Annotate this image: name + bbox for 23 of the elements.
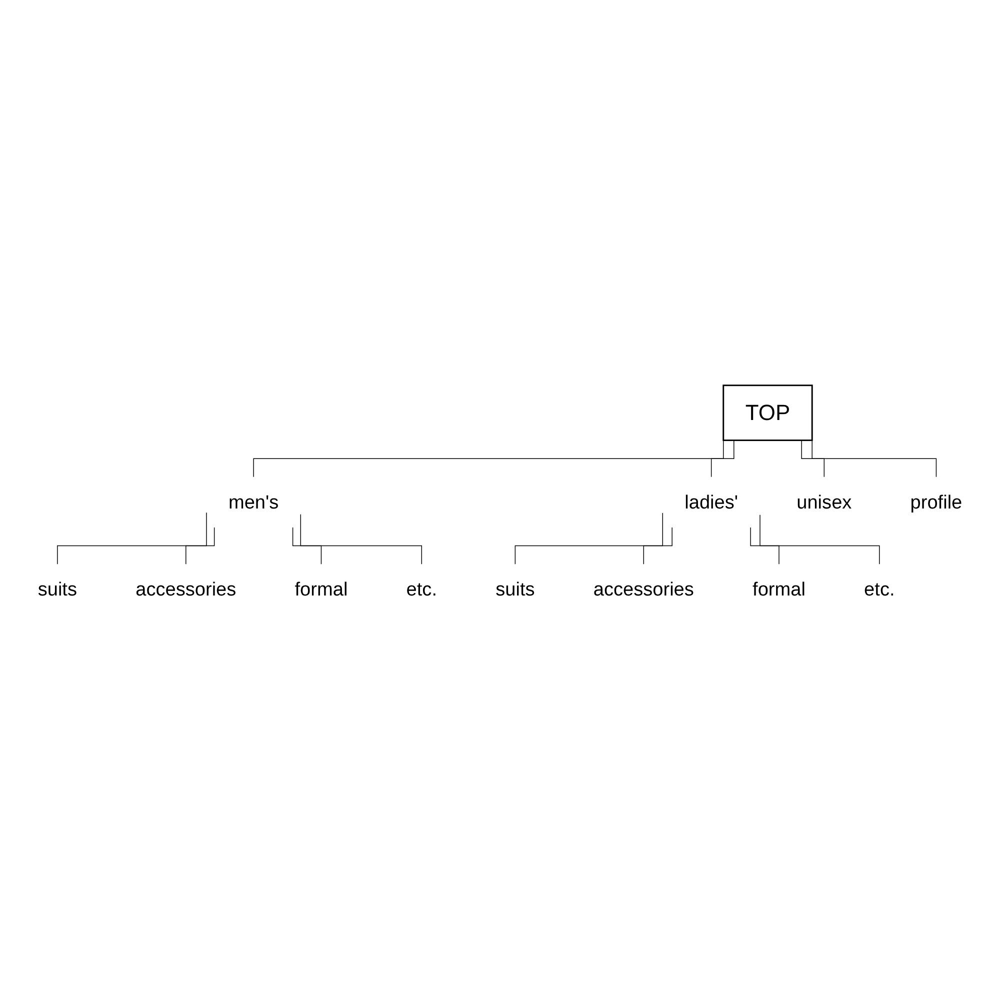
connector: [710, 440, 734, 478]
node-text: formal: [752, 578, 806, 600]
node-text: accessories: [136, 578, 236, 600]
node-text: suits: [496, 578, 535, 600]
connector: [300, 514, 422, 564]
connector: [514, 512, 664, 564]
node-text: etc.: [864, 578, 895, 600]
node-text: men's: [228, 490, 279, 513]
connector: [801, 440, 825, 478]
node-text: etc.: [406, 578, 437, 600]
node-text: suits: [38, 578, 77, 600]
node-text: ladies': [684, 490, 738, 513]
node-text: accessories: [593, 578, 694, 600]
connector: [186, 527, 215, 564]
node-text: unisex: [796, 490, 852, 513]
connector: [643, 527, 672, 564]
node-text: formal: [294, 578, 348, 600]
node-box: TOP: [722, 384, 813, 442]
node-text: profile: [910, 490, 962, 513]
connector: [57, 512, 207, 564]
connector: [750, 527, 780, 564]
connector: [760, 514, 880, 564]
connector: [292, 527, 322, 564]
